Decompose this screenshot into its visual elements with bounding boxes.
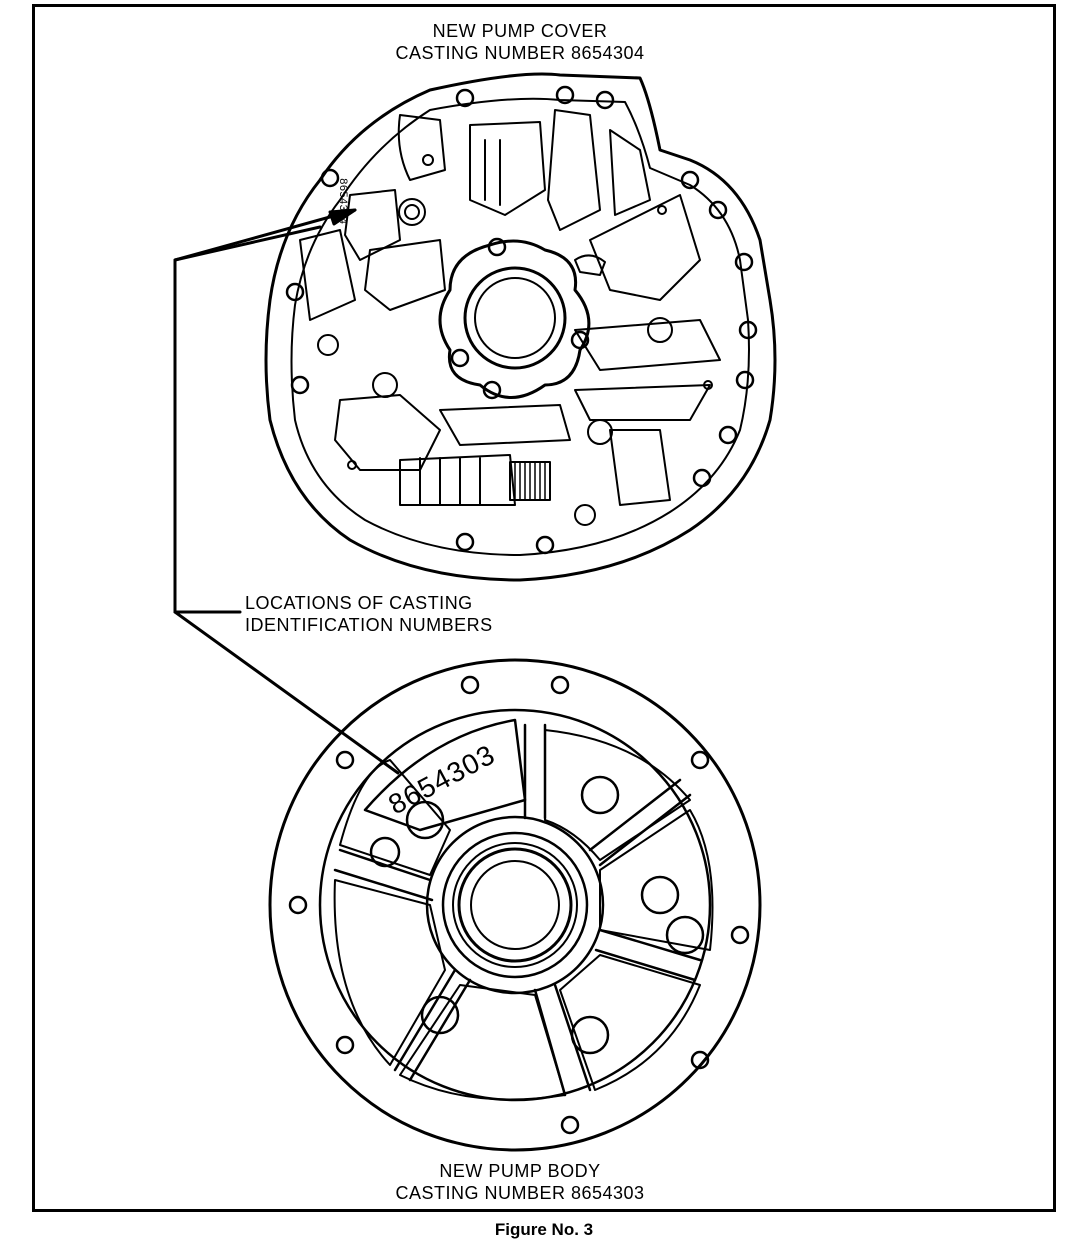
callout-line-1: LOCATIONS OF CASTING: [245, 593, 473, 613]
pump-cover-casting-number: CASTING NUMBER 8654304: [395, 43, 645, 63]
hub-ear-hole-bottom: [482, 380, 502, 400]
pump-body-hub-ring-2: [452, 842, 578, 968]
pump-cover-valve-bore: [574, 254, 606, 276]
pump-body-casting-stamp: 8654303: [383, 738, 500, 820]
callout-label: LOCATIONS OF CASTING IDENTIFICATION NUMB…: [245, 592, 565, 636]
pump-cover-inner-outline: [290, 97, 750, 556]
pump-cover-hub-flange: [438, 239, 591, 399]
pump-cover-outline: [264, 72, 777, 582]
hub-ear-hole-right: [570, 330, 590, 350]
callout-leaders: [173, 208, 400, 775]
pump-cover-label: NEW PUMP COVER CASTING NUMBER 8654304: [330, 20, 710, 64]
pump-cover-passages: [299, 109, 721, 506]
pump-cover-drawing: 8654304: [264, 72, 777, 582]
pump-body-bolt-holes: [288, 675, 750, 1135]
pump-body-outer-flange: [268, 658, 762, 1152]
pump-cover-screen-mesh: [514, 461, 546, 501]
pump-body-ribs: [333, 723, 702, 1097]
pump-body-bushing-inner: [470, 860, 560, 950]
figure-frame: [32, 4, 1056, 1212]
pump-cover-bolt-holes: [285, 85, 758, 555]
callout-line-2: IDENTIFICATION NUMBERS: [245, 615, 493, 635]
callout-bracket: [173, 225, 322, 614]
hub-ear-hole-left: [450, 348, 470, 368]
pump-cover-hub-bore: [463, 266, 567, 370]
pump-body-lobes: [369, 775, 705, 1055]
callout-leader-to-body: [173, 610, 400, 775]
figure-caption: Figure No. 3: [494, 1220, 594, 1239]
pump-body-stamp-pocket: [363, 718, 527, 832]
pump-body-bushing-outer: [457, 847, 573, 963]
pump-cover-title: NEW PUMP COVER: [432, 21, 608, 41]
pump-body-pockets: [333, 729, 714, 1101]
pump-body-label: NEW PUMP BODY CASTING NUMBER 8654303: [330, 1160, 710, 1204]
pump-body-title: NEW PUMP BODY: [439, 1161, 601, 1181]
pump-body-inner-flange: [318, 708, 712, 1102]
pump-cover-hub-bore-inner: [474, 277, 556, 359]
callout-arrowhead-cover: [328, 208, 357, 226]
pump-cover-small-holes: [317, 154, 713, 526]
pump-body-casting-number: CASTING NUMBER 8654303: [395, 1183, 645, 1203]
callout-leader-to-cover: [173, 208, 357, 262]
pump-body-hub-ring: [441, 831, 589, 979]
hub-ear-hole-top: [487, 237, 507, 257]
